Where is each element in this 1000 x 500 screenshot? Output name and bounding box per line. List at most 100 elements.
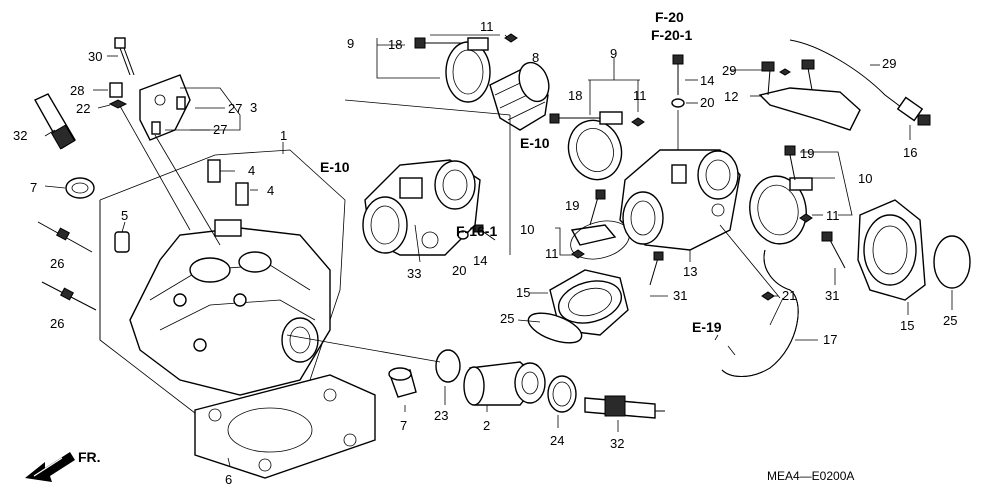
callout-25a: 25 [500, 311, 514, 326]
callout-24: 24 [550, 433, 564, 448]
callout-14b: 14 [473, 253, 487, 268]
cylinder-head-group [34, 37, 376, 479]
callout-31a: 31 [673, 288, 687, 303]
clamp-band-top [445, 37, 491, 103]
callout-17: 17 [823, 332, 837, 347]
callout-18b: 18 [568, 88, 582, 103]
hose-17 [721, 249, 799, 377]
callout-3: 3 [250, 100, 257, 115]
callout-18a: 18 [388, 37, 402, 52]
callout-7b: 7 [400, 418, 407, 433]
callout-29a: 29 [722, 63, 736, 78]
front-arrow [25, 452, 75, 482]
callout-22: 22 [76, 101, 90, 116]
nut-11-middle [571, 249, 585, 259]
callout-32b: 32 [610, 436, 624, 451]
callout-9a: 9 [347, 36, 354, 51]
washer-22 [108, 99, 128, 109]
clamp-band-right [567, 111, 623, 181]
o-ring-24 [547, 375, 577, 413]
callout-11d: 11 [826, 208, 840, 223]
nut-11-far-right [799, 213, 813, 223]
intake-spacer-2 [463, 361, 546, 406]
oil-jet-5 [114, 231, 130, 253]
insulator-left [549, 269, 629, 336]
intake-group [286, 33, 668, 432]
callout-9b: 9 [610, 46, 617, 61]
throttle-body-right [619, 149, 741, 251]
bolt-14-top [672, 54, 684, 95]
callout-25b: 25 [943, 313, 957, 328]
callout-8: 8 [532, 50, 539, 65]
bracket-12 [758, 59, 861, 131]
callout-10a: 10 [520, 222, 534, 237]
callout-5: 5 [121, 208, 128, 223]
o-ring-25-middle [527, 312, 583, 344]
plug-7-bottom [388, 367, 417, 398]
callout-12: 12 [724, 89, 738, 104]
callout-21: 21 [782, 288, 796, 303]
bolt-14-left [474, 224, 496, 241]
callout-6: 6 [225, 472, 232, 487]
screw-19-middle [589, 189, 606, 226]
right-intake-group [549, 39, 971, 377]
callout-28: 28 [70, 83, 84, 98]
ref-f20-1: F-20-1 [651, 27, 692, 43]
o-ring-23 [435, 349, 461, 383]
callout-16: 16 [903, 145, 917, 160]
bolt-31-right [821, 231, 846, 269]
callout-20a: 20 [700, 95, 714, 110]
dowel-4b [235, 182, 249, 206]
callout-1: 1 [280, 128, 287, 143]
diagram-code: MEA4—E0200A [767, 469, 854, 483]
callout-32a: 32 [13, 128, 27, 143]
callout-31b: 31 [825, 288, 839, 303]
dowel-4a [207, 159, 221, 183]
callout-20b: 20 [452, 263, 466, 278]
ref-e10-left: E-10 [320, 159, 350, 175]
callout-30: 30 [88, 49, 102, 64]
front-arrow-label: FR. [78, 449, 101, 465]
callout-26a: 26 [50, 256, 64, 271]
callout-11b: 11 [633, 88, 647, 103]
callout-11a: 11 [480, 19, 494, 34]
stud-26a [37, 221, 93, 253]
callout-15a: 15 [516, 285, 530, 300]
clamp-band-middle [555, 220, 630, 260]
nut-11-top [504, 33, 518, 43]
callout-11c: 11 [545, 246, 559, 261]
callout-15b: 15 [900, 318, 914, 333]
intake-boot [489, 61, 550, 131]
callout-27a: 27 [228, 101, 242, 116]
callout-7a: 7 [30, 180, 37, 195]
throttle-body-left [362, 159, 481, 256]
callout-19a: 19 [565, 198, 579, 213]
callout-4b: 4 [267, 183, 274, 198]
clamp-band-10-right [749, 175, 813, 245]
nut-11-right [631, 117, 645, 127]
callout-13: 13 [683, 264, 697, 279]
callout-26b: 26 [50, 316, 64, 331]
bolt-31-middle [649, 251, 664, 286]
sensor-16 [789, 39, 931, 126]
plug-7-left [65, 177, 95, 199]
ref-e19: E-19 [692, 319, 722, 335]
collar-28 [109, 82, 123, 98]
stud-26b [41, 281, 97, 311]
ref-f16-1: F-16-1 [456, 223, 497, 239]
cylinder-head [129, 219, 331, 396]
insulator-right [857, 199, 926, 301]
spark-plug-bottom [584, 395, 665, 419]
dowel-27b [151, 121, 161, 135]
bolt-30 [114, 37, 135, 76]
head-gasket [194, 374, 376, 479]
ref-f20: F-20 [655, 9, 684, 25]
callout-10b: 10 [858, 171, 872, 186]
callout-33: 33 [407, 266, 421, 281]
callout-14a: 14 [700, 73, 714, 88]
callout-19b: 19 [800, 146, 814, 161]
callout-27b: 27 [213, 122, 227, 137]
screw-19-right [784, 145, 796, 181]
callout-23: 23 [434, 408, 448, 423]
